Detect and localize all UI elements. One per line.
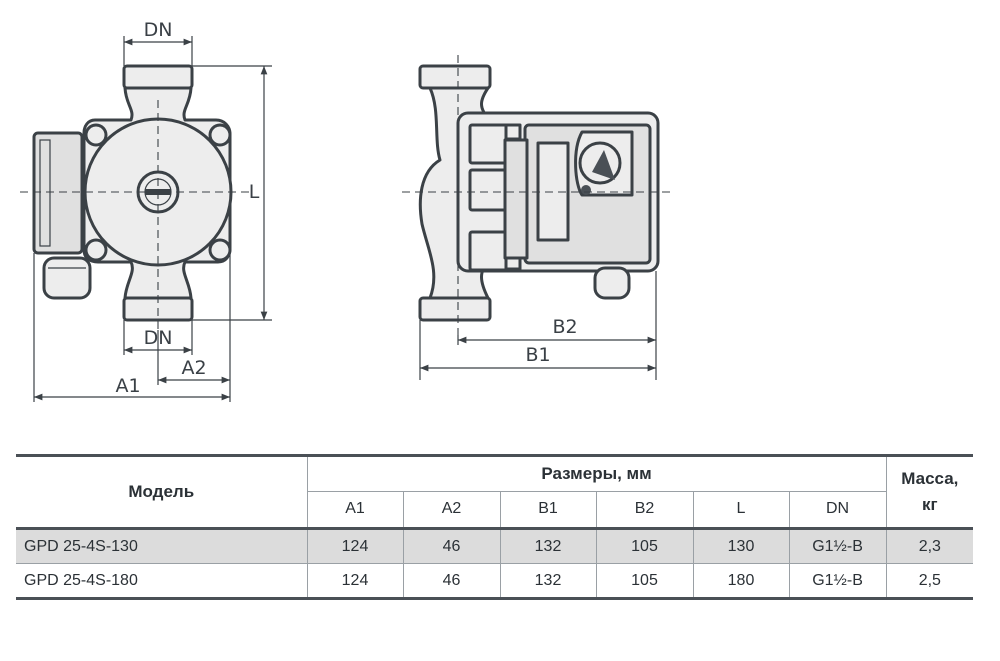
mass-header-line1: Масса, [901, 469, 959, 488]
column-header-l: L [692, 490, 789, 531]
a2-cell: 46 [402, 563, 500, 600]
b1-dimension-label: B1 [525, 344, 550, 366]
model-cell: GPD 25-4S-130 [16, 528, 307, 564]
a1-dimension-label: A1 [115, 375, 140, 397]
a1-cell: 124 [306, 563, 403, 600]
column-header-a1: A1 [306, 490, 403, 531]
dn-cell: G1½-B [788, 563, 887, 600]
dimensions-group-header: Размеры, мм [306, 454, 887, 492]
b2-cell: 105 [595, 563, 693, 600]
mass-column-header: Масса, кг [885, 454, 974, 530]
l-cell: 130 [692, 528, 789, 564]
column-header-b2: B2 [595, 490, 693, 531]
specifications-table: Модель Размеры, мм Масса, кг A1 A2 B1 B2… [16, 454, 974, 600]
mass-header-line2: кг [922, 495, 938, 514]
dn-top-label: DN [144, 19, 173, 41]
table-row: GPD 25-4S-180 124 46 132 105 180 G1½-B 2… [16, 563, 974, 600]
b2-dimension-label: B2 [552, 316, 577, 338]
dn-bottom-label: DN [144, 327, 173, 349]
l-dimension-label: L [249, 181, 260, 203]
dn-cell: G1½-B [788, 528, 887, 564]
column-header-a2: A2 [402, 490, 500, 531]
b2-cell: 105 [595, 528, 693, 564]
column-header-b1: B1 [499, 490, 596, 531]
pump-technical-drawing: DN DN L A2 A1 [20, 19, 670, 402]
a2-cell: 46 [402, 528, 500, 564]
b1-cell: 132 [499, 528, 596, 564]
a2-dimension-label: A2 [181, 357, 206, 379]
column-header-dn: DN [788, 490, 887, 531]
a1-cell: 124 [306, 528, 403, 564]
model-column-header: Модель [16, 454, 307, 530]
mass-cell: 2,3 [885, 528, 974, 564]
b1-cell: 132 [499, 563, 596, 600]
front-view: DN DN L A2 A1 [20, 19, 272, 402]
model-cell: GPD 25-4S-180 [16, 563, 307, 600]
table-row: GPD 25-4S-130 124 46 132 105 130 G1½-B 2… [16, 528, 974, 564]
l-cell: 180 [692, 563, 789, 600]
side-view: B2 B1 [402, 55, 670, 380]
mass-cell: 2,5 [885, 563, 974, 600]
